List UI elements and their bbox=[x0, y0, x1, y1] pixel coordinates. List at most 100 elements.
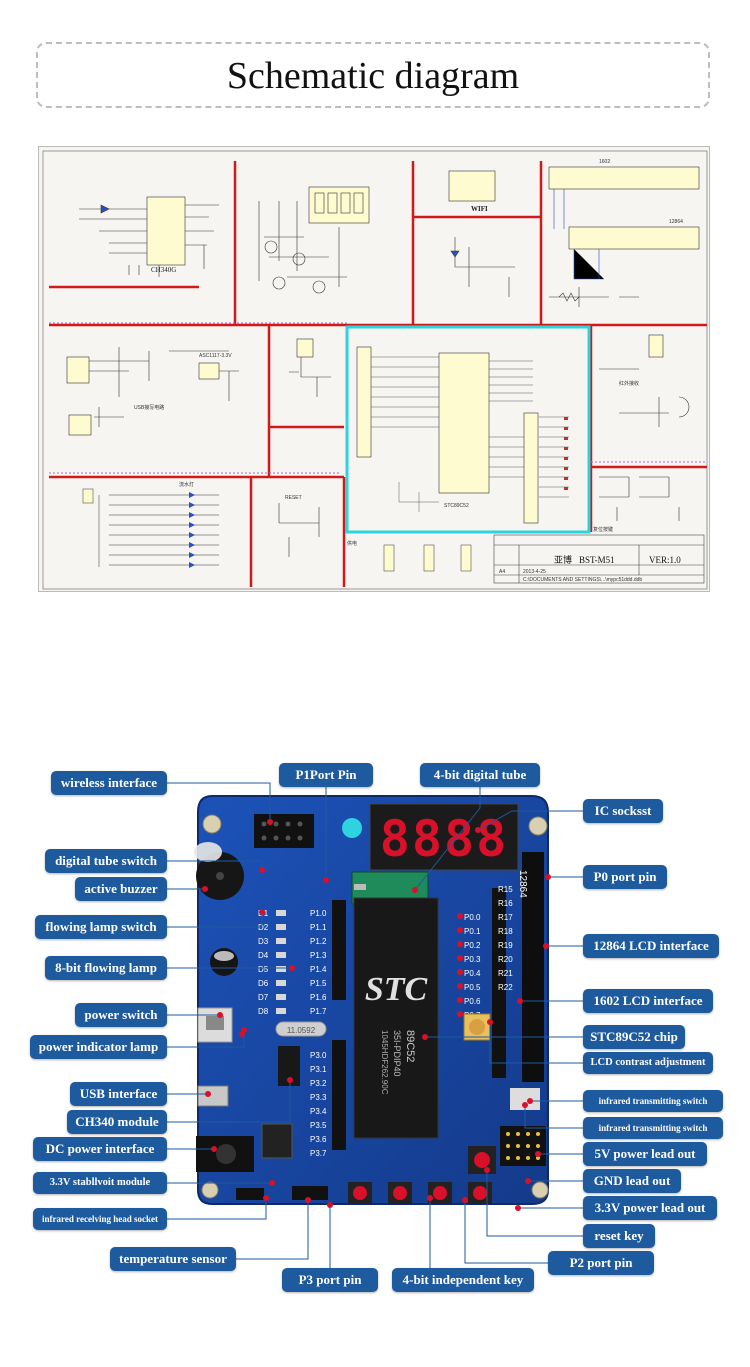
callout-4bit-digital-tube: 4-bit digital tube bbox=[420, 763, 540, 787]
callout-ir-transmit-switch-2: infrared transmitting switch bbox=[583, 1117, 723, 1139]
svg-text:P1.1: P1.1 bbox=[310, 923, 327, 932]
svg-text:D4: D4 bbox=[258, 951, 269, 960]
svg-text:P0.4: P0.4 bbox=[464, 969, 481, 978]
p1-header bbox=[332, 900, 346, 1000]
callout-stc89c52-chip: STC89C52 chip bbox=[583, 1025, 685, 1049]
callout-5v-lead-out: 5V power lead out bbox=[583, 1142, 707, 1166]
svg-text:P1.4: P1.4 bbox=[310, 965, 327, 974]
svg-text:P0.6: P0.6 bbox=[464, 997, 481, 1006]
svg-text:R20: R20 bbox=[498, 955, 513, 964]
svg-text:D3: D3 bbox=[258, 937, 269, 946]
temperature-sensor-socket bbox=[292, 1186, 328, 1200]
svg-text:P3.6: P3.6 bbox=[310, 1135, 327, 1144]
regulator bbox=[261, 1123, 293, 1159]
title-box: Schematic diagram bbox=[36, 42, 710, 108]
callout-ir-transmit-switch-1: infrared transmitting switch bbox=[583, 1090, 723, 1112]
svg-text:复位按键: 复位按键 bbox=[593, 526, 613, 533]
svg-text:D5: D5 bbox=[258, 965, 269, 974]
independent-keys bbox=[348, 1182, 492, 1204]
svg-text:12864: 12864 bbox=[517, 870, 528, 898]
svg-text:D2: D2 bbox=[258, 923, 269, 932]
svg-text:1602: 1602 bbox=[599, 159, 610, 165]
schematic-diagram: CH340G WIFI 1602 12864 bbox=[38, 146, 710, 592]
svg-text:P1.6: P1.6 bbox=[310, 993, 327, 1002]
power-led bbox=[239, 1031, 245, 1037]
callout-power-indicator-lamp: power indicator lamp bbox=[30, 1035, 167, 1059]
callout-gnd-lead-out: GND lead out bbox=[583, 1169, 681, 1193]
svg-text:P1.5: P1.5 bbox=[310, 979, 327, 988]
svg-text:P1.7: P1.7 bbox=[310, 1007, 327, 1016]
svg-text:亚博: 亚博 bbox=[554, 554, 572, 565]
callout-4bit-independent-key: 4-bit independent key bbox=[392, 1268, 534, 1292]
callout-3v3-module: 3.3V stabllvoit module bbox=[33, 1172, 167, 1194]
svg-text:R17: R17 bbox=[498, 913, 513, 922]
callout-digital-tube-switch: digital tube switch bbox=[45, 849, 167, 873]
svg-text:D8: D8 bbox=[258, 1007, 269, 1016]
mcu-highlight bbox=[345, 325, 591, 534]
svg-text:R16: R16 bbox=[498, 899, 513, 908]
callout-8bit-flowing-lamp: 8-bit flowing lamp bbox=[45, 956, 167, 980]
svg-text:P0.0: P0.0 bbox=[464, 913, 481, 922]
svg-text:C:\DOCUMENTS AND SETTINGS\...\: C:\DOCUMENTS AND SETTINGS\...\mypc51ddd.… bbox=[523, 577, 642, 583]
svg-text:流水灯: 流水灯 bbox=[179, 481, 194, 488]
svg-text:USB接写电路: USB接写电路 bbox=[134, 404, 164, 411]
svg-text:A4: A4 bbox=[499, 569, 505, 575]
ir-receiver-socket bbox=[236, 1188, 264, 1200]
schematic-svg: CH340G WIFI 1602 12864 bbox=[42, 150, 708, 590]
mount-hole bbox=[202, 814, 222, 834]
callout-ch340-module: CH340 module bbox=[67, 1110, 167, 1134]
svg-text:VER:1.0: VER:1.0 bbox=[649, 555, 681, 565]
ch340-chip bbox=[278, 1046, 300, 1086]
svg-text:2013-4-25: 2013-4-25 bbox=[523, 569, 546, 575]
callout-p3-port-pin: P3 port pin bbox=[282, 1268, 378, 1292]
svg-text:R19: R19 bbox=[498, 941, 513, 950]
svg-text:CH340G: CH340G bbox=[151, 266, 176, 274]
svg-text:R15: R15 bbox=[498, 885, 513, 894]
svg-text:D1: D1 bbox=[258, 909, 269, 918]
svg-text:P0.3: P0.3 bbox=[464, 955, 481, 964]
callout-12864-lcd: 12864 LCD interface bbox=[583, 934, 719, 958]
svg-text:R18: R18 bbox=[498, 927, 513, 936]
chip-brand: STC bbox=[365, 971, 428, 1008]
svg-text:P1.2: P1.2 bbox=[310, 937, 327, 946]
svg-text:P1.3: P1.3 bbox=[310, 951, 327, 960]
svg-text:1045HDF262.90C: 1045HDF262.90C bbox=[380, 1030, 389, 1095]
p3-header bbox=[332, 1040, 346, 1150]
svg-text:P3.0: P3.0 bbox=[310, 1051, 327, 1060]
svg-text:STC89C52: STC89C52 bbox=[444, 503, 469, 509]
callout-lcd-contrast: LCD contrast adjustment bbox=[583, 1052, 713, 1074]
svg-text:35I-PDIP40: 35I-PDIP40 bbox=[392, 1030, 402, 1077]
svg-text:BST-M51: BST-M51 bbox=[579, 555, 615, 565]
mount-hole bbox=[201, 1181, 219, 1199]
svg-text:12864: 12864 bbox=[669, 219, 683, 225]
mount-hole bbox=[528, 816, 548, 836]
flowing-lamps bbox=[276, 910, 286, 1014]
svg-text:P1.0: P1.0 bbox=[310, 909, 327, 918]
svg-text:P3.4: P3.4 bbox=[310, 1107, 327, 1116]
chip-model: 89C52 bbox=[404, 1030, 416, 1062]
callout-active-buzzer: active buzzer bbox=[75, 877, 167, 901]
svg-text:D6: D6 bbox=[258, 979, 269, 988]
stc89c52-chip bbox=[353, 897, 439, 1139]
svg-text:RESET: RESET bbox=[285, 495, 302, 501]
svg-text:R21: R21 bbox=[498, 969, 513, 978]
svg-text:P3.7: P3.7 bbox=[310, 1149, 327, 1158]
svg-text:P0.1: P0.1 bbox=[464, 927, 481, 936]
callout-power-switch: power switch bbox=[75, 1003, 167, 1027]
callout-flowing-lamp-switch: flowing lamp switch bbox=[35, 915, 167, 939]
callout-wireless-interface: wireless interface bbox=[51, 771, 167, 795]
svg-text:ASC1117-3.3V: ASC1117-3.3V bbox=[199, 353, 232, 359]
dev-board: 8888 STC 89C52 35I-PDIP40 1045HDF262.90C… bbox=[194, 795, 549, 1205]
callout-usb-interface: USB interface bbox=[70, 1082, 167, 1106]
callout-p2-port-pin: P2 port pin bbox=[548, 1251, 654, 1275]
callout-reset-key: reset key bbox=[583, 1224, 655, 1248]
callout-ic-socket: IC socksst bbox=[583, 799, 663, 823]
callout-dc-power-interface: DC power interface bbox=[33, 1137, 167, 1161]
callout-temperature-sensor: temperature sensor bbox=[110, 1247, 236, 1271]
callout-1602-lcd: 1602 LCD interface bbox=[583, 989, 713, 1013]
svg-text:P3.5: P3.5 bbox=[310, 1121, 327, 1130]
usb-port bbox=[197, 1085, 229, 1107]
wireless-header bbox=[254, 814, 314, 848]
svg-text:P0.2: P0.2 bbox=[464, 941, 481, 950]
svg-text:P3.3: P3.3 bbox=[310, 1093, 327, 1102]
